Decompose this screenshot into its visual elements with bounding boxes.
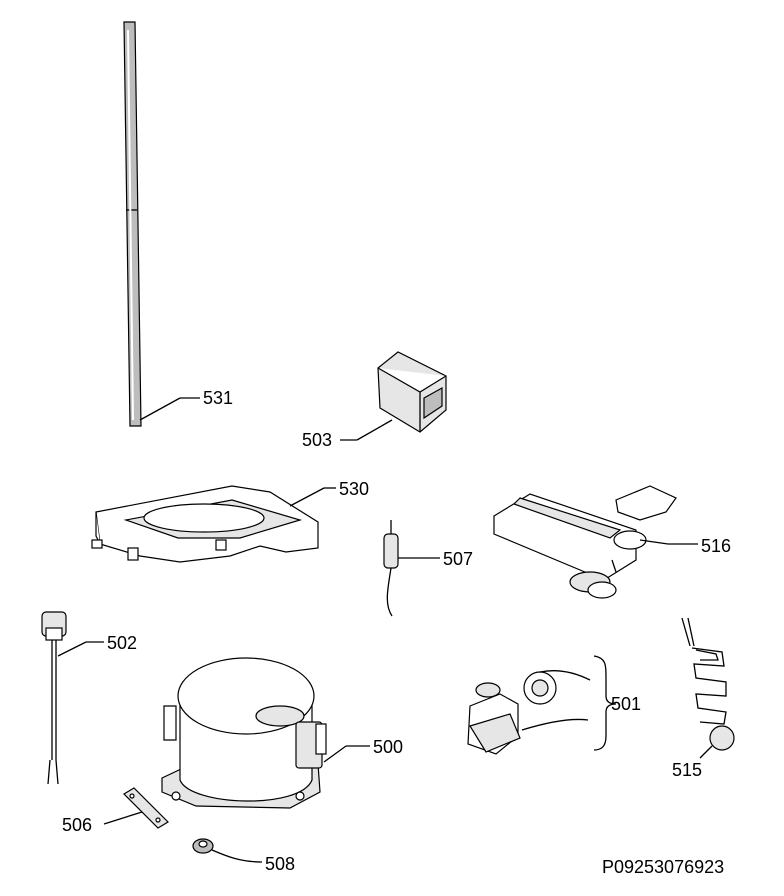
part-516-bracket: 516 — [493, 485, 731, 599]
leader-530 — [289, 487, 325, 507]
label-516: 516 — [701, 536, 731, 556]
leader-506 — [103, 811, 143, 825]
part-507-sensor: 507 — [383, 520, 473, 617]
label-501: 501 — [611, 694, 641, 714]
part-502-relay: 502 — [41, 611, 137, 785]
label-503: 503 — [302, 430, 332, 450]
leader-531 — [139, 397, 181, 421]
part-506-plate: 506 — [62, 787, 169, 835]
leader-502 — [57, 641, 87, 657]
part-503-box: 503 — [302, 351, 447, 450]
part-501-starter-kit: 501 — [467, 655, 641, 755]
part-508-grommet: 508 — [192, 838, 295, 874]
label-508: 508 — [265, 854, 295, 874]
leader-516 — [639, 539, 669, 545]
part-500-compressor: 500 — [161, 657, 403, 809]
leader-515 — [699, 745, 713, 759]
label-530: 530 — [339, 479, 369, 499]
label-515: 515 — [672, 760, 702, 780]
label-502: 502 — [107, 633, 137, 653]
reference-code: P09253076923 — [602, 857, 724, 877]
label-531: 531 — [203, 388, 233, 408]
label-500: 500 — [373, 737, 403, 757]
label-507: 507 — [443, 549, 473, 569]
leader-508 — [211, 849, 263, 863]
part-530-tray: 530 — [91, 479, 369, 563]
part-515-heater: 515 — [672, 617, 735, 780]
label-506: 506 — [62, 815, 92, 835]
bracket-501 — [593, 655, 617, 751]
part-531-tube: 531 — [123, 21, 233, 427]
leader-500 — [323, 745, 347, 763]
